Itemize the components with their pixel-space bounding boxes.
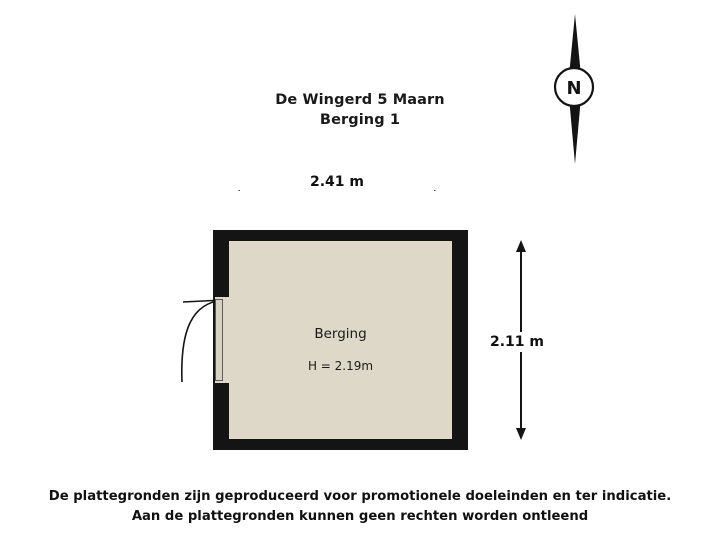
title-line-address: De Wingerd 5 Maarn	[275, 92, 445, 108]
disclaimer-line-1: De plattegronden zijn geproduceerd voor …	[48, 489, 672, 504]
plan-title: De Wingerd 5 Maarn Berging 1	[0, 90, 720, 130]
room-height-label: H = 2.19m	[307, 359, 374, 373]
room-floor: Berging H = 2.19m	[229, 241, 452, 439]
dimension-depth-label: 2.11 m	[486, 332, 549, 352]
title-line-unit: Berging 1	[319, 112, 401, 128]
compass-circle	[553, 66, 595, 108]
door-leaf	[215, 299, 223, 381]
disclaimer-line-2: Aan de plattegronden kunnen geen rechten…	[131, 509, 589, 524]
room-outline: Berging H = 2.19m	[213, 230, 468, 450]
compass-north-label: N	[566, 78, 581, 99]
room-name-label: Berging	[314, 326, 367, 342]
dimension-width-value: 2.41 m	[301, 174, 372, 190]
compass-rose: N	[512, 14, 622, 164]
dimension-width-label: 2.41 m	[228, 174, 446, 190]
disclaimer: De plattegronden zijn geproduceerd voor …	[0, 487, 720, 527]
